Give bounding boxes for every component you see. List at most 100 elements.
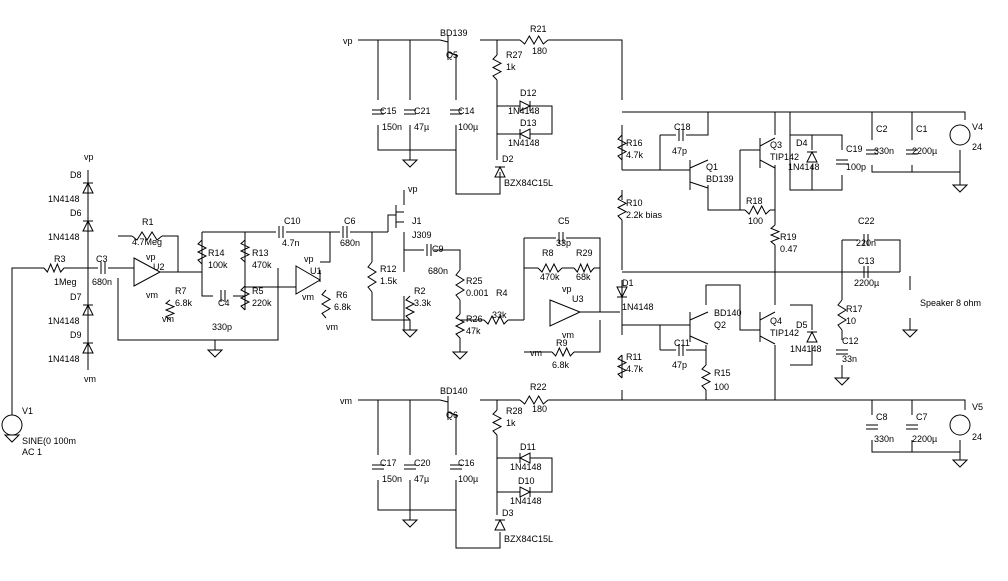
svg-text:3.3k: 3.3k bbox=[414, 298, 432, 308]
capacitor-c3 bbox=[100, 262, 106, 274]
diode-d8 bbox=[82, 181, 94, 194]
svg-text:R9: R9 bbox=[556, 338, 568, 348]
capacitor-c16 bbox=[450, 464, 462, 470]
svg-text:470k: 470k bbox=[540, 272, 560, 282]
svg-text:V4: V4 bbox=[972, 122, 983, 132]
svg-text:C15: C15 bbox=[380, 106, 397, 116]
svg-text:C12: C12 bbox=[842, 336, 859, 346]
svg-text:BD140: BD140 bbox=[440, 386, 468, 396]
speaker-label: Speaker 8 ohm bbox=[920, 298, 981, 308]
svg-text:TIP142: TIP142 bbox=[770, 328, 799, 338]
svg-text:R7: R7 bbox=[175, 286, 187, 296]
capacitor-plate bbox=[866, 424, 878, 430]
capacitor-c14 bbox=[450, 109, 462, 115]
ground-symbol bbox=[951, 459, 969, 468]
diode-d7 bbox=[82, 303, 94, 316]
transistor-q3 bbox=[759, 137, 776, 169]
svg-text:C19: C19 bbox=[846, 144, 863, 154]
svg-text:100p: 100p bbox=[846, 162, 866, 172]
svg-text:1N4148: 1N4148 bbox=[48, 354, 80, 364]
svg-text:680n: 680n bbox=[340, 238, 360, 248]
svg-text:U2: U2 bbox=[153, 262, 165, 272]
capacitor-c5 bbox=[558, 232, 564, 244]
symbols bbox=[1, 35, 971, 531]
svg-text:TIP142: TIP142 bbox=[770, 152, 799, 162]
svg-text:C5: C5 bbox=[558, 216, 570, 226]
svg-text:AC 1: AC 1 bbox=[22, 447, 42, 457]
svg-text:BZX84C15L: BZX84C15L bbox=[504, 534, 553, 544]
capacitor-c9 bbox=[426, 244, 432, 256]
capacitor-c4 bbox=[220, 290, 226, 302]
svg-text:Q6: Q6 bbox=[446, 410, 458, 420]
svg-text:D9: D9 bbox=[70, 330, 82, 340]
capacitor-plate bbox=[372, 109, 384, 115]
svg-text:47µ: 47µ bbox=[414, 474, 429, 484]
capacitor-c19 bbox=[836, 159, 848, 165]
svg-text:2200µ: 2200µ bbox=[912, 146, 937, 156]
svg-text:1k: 1k bbox=[506, 418, 516, 428]
svg-text:R8: R8 bbox=[542, 248, 554, 258]
resistor-r29 bbox=[573, 262, 595, 274]
diode-d5 bbox=[806, 330, 818, 343]
svg-text:470k: 470k bbox=[252, 260, 272, 270]
capacitor-plate bbox=[678, 344, 684, 356]
svg-text:C9: C9 bbox=[432, 244, 444, 254]
svg-text:Q1: Q1 bbox=[706, 162, 718, 172]
capacitor-plate bbox=[906, 149, 918, 155]
svg-text:vm: vm bbox=[146, 290, 158, 300]
resistor-r9 bbox=[551, 346, 575, 358]
resistor-r25 bbox=[455, 269, 465, 301]
svg-text:1N4148: 1N4148 bbox=[48, 232, 80, 242]
svg-text:47p: 47p bbox=[672, 146, 687, 156]
svg-text:1N4148: 1N4148 bbox=[48, 316, 80, 326]
svg-text:100: 100 bbox=[714, 382, 729, 392]
svg-text:R26: R26 bbox=[466, 314, 483, 324]
resistor-r11 bbox=[616, 354, 628, 379]
svg-text:J1: J1 bbox=[412, 216, 422, 226]
svg-text:C10: C10 bbox=[284, 216, 301, 226]
svg-text:J309: J309 bbox=[412, 230, 432, 240]
diode-d2 bbox=[494, 165, 506, 178]
svg-text:47k: 47k bbox=[466, 326, 481, 336]
svg-text:R5: R5 bbox=[252, 286, 264, 296]
svg-text:BD140: BD140 bbox=[714, 308, 742, 318]
svg-text:47p: 47p bbox=[672, 360, 687, 370]
capacitor-plate bbox=[342, 226, 348, 238]
svg-text:C22: C22 bbox=[858, 216, 875, 226]
svg-text:4.7k: 4.7k bbox=[626, 150, 644, 160]
svg-text:680n: 680n bbox=[428, 266, 448, 276]
capacitor-plate bbox=[906, 424, 918, 430]
svg-text:D1: D1 bbox=[622, 278, 634, 288]
rail-vm-bottom: vm bbox=[340, 396, 352, 406]
transistor-q2 bbox=[689, 311, 709, 345]
svg-text:Q3: Q3 bbox=[770, 140, 782, 150]
resistor-r10 bbox=[616, 194, 628, 221]
labels: vp vm Speaker 8 ohm V1 SINE(0 100m AC 1 … bbox=[22, 24, 983, 544]
capacitor-plate bbox=[450, 109, 462, 115]
svg-text:2200µ: 2200µ bbox=[912, 434, 937, 444]
svg-text:Q2: Q2 bbox=[714, 320, 726, 330]
svg-text:U1: U1 bbox=[310, 266, 322, 276]
svg-text:R4: R4 bbox=[496, 288, 508, 298]
ground-symbol bbox=[901, 329, 919, 338]
resistor-r2 bbox=[404, 295, 416, 321]
svg-text:24: 24 bbox=[972, 142, 982, 152]
svg-text:0.47: 0.47 bbox=[780, 244, 798, 254]
svg-text:V5: V5 bbox=[972, 402, 983, 412]
svg-text:330n: 330n bbox=[874, 146, 894, 156]
source-v5 bbox=[949, 414, 971, 436]
transistor-q5 bbox=[439, 36, 459, 60]
svg-text:BD139: BD139 bbox=[706, 174, 734, 184]
svg-text:1N4148: 1N4148 bbox=[622, 302, 654, 312]
opamp-u2 bbox=[133, 257, 162, 287]
svg-text:C11: C11 bbox=[674, 338, 690, 348]
svg-text:33p: 33p bbox=[556, 238, 571, 248]
svg-text:2.2k bias: 2.2k bias bbox=[626, 210, 663, 220]
svg-text:33n: 33n bbox=[842, 354, 857, 364]
resistor-r15 bbox=[700, 364, 712, 391]
resistor-r26 bbox=[454, 313, 466, 339]
svg-text:C14: C14 bbox=[458, 106, 475, 116]
svg-text:220k: 220k bbox=[252, 298, 272, 308]
svg-text:R13: R13 bbox=[252, 248, 269, 258]
svg-text:vp: vp bbox=[304, 254, 314, 264]
